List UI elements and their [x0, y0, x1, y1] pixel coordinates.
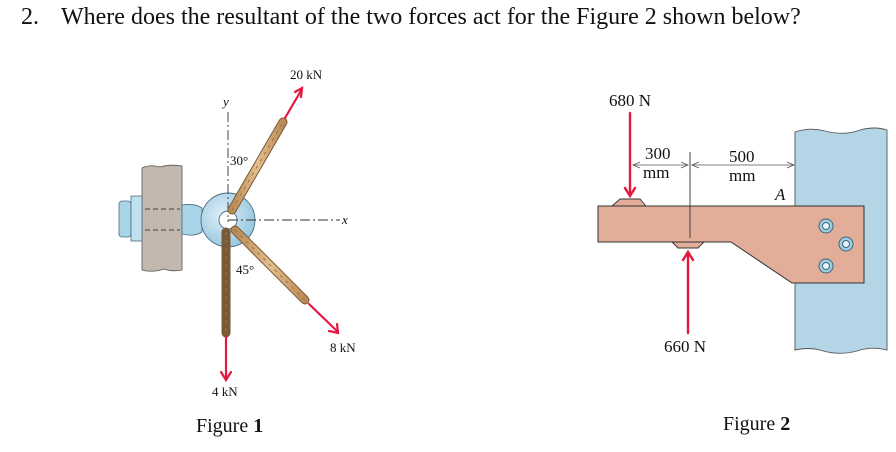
- dim-300-value: 300: [645, 144, 671, 163]
- dim-500-unit: mm: [729, 166, 756, 185]
- figure-1-caption: Figure 1: [196, 415, 263, 438]
- bracket: [597, 152, 865, 284]
- y-axis-label: y: [223, 94, 229, 109]
- question-text: 2. Where does the resultant of the two fo…: [21, 4, 801, 31]
- force-660n-label: 660 N: [664, 337, 707, 356]
- wall-block: [141, 164, 183, 272]
- angle-45-label: 45°: [236, 262, 255, 277]
- angle-30-label: 30°: [230, 153, 249, 168]
- caption-prefix: Figure: [723, 413, 781, 435]
- force-680n-label: 680 N: [609, 91, 652, 110]
- point-a-label: A: [775, 185, 786, 204]
- nut: [118, 195, 143, 242]
- dim-300-unit: mm: [643, 163, 670, 182]
- force-8kn-label: 8 kN: [330, 340, 356, 355]
- dimension-lines: [631, 161, 796, 169]
- rope-top: [227, 117, 288, 215]
- arrow-20kn: [283, 85, 304, 120]
- force-20kn-label: 20 kN: [290, 67, 323, 82]
- caption-number: 1: [253, 415, 264, 437]
- arrow-680n: [623, 111, 637, 199]
- arrow-4kn: [219, 335, 233, 383]
- question-body: Where does the resultant of the two forc…: [61, 4, 801, 30]
- arrow-660n: [681, 249, 695, 335]
- caption-prefix: Figure: [196, 415, 254, 437]
- force-4kn-label: 4 kN: [212, 384, 238, 399]
- dim-500-value: 500: [729, 147, 755, 166]
- x-axis-label: x: [342, 212, 348, 227]
- question-number: 2.: [21, 4, 39, 30]
- eyebolt-neck: [181, 204, 203, 236]
- figure-2-caption: Figure 2: [723, 413, 790, 436]
- rope-right: [230, 225, 310, 305]
- caption-number: 2: [780, 413, 791, 435]
- arrow-8kn: [307, 302, 340, 335]
- bolts: [818, 218, 854, 274]
